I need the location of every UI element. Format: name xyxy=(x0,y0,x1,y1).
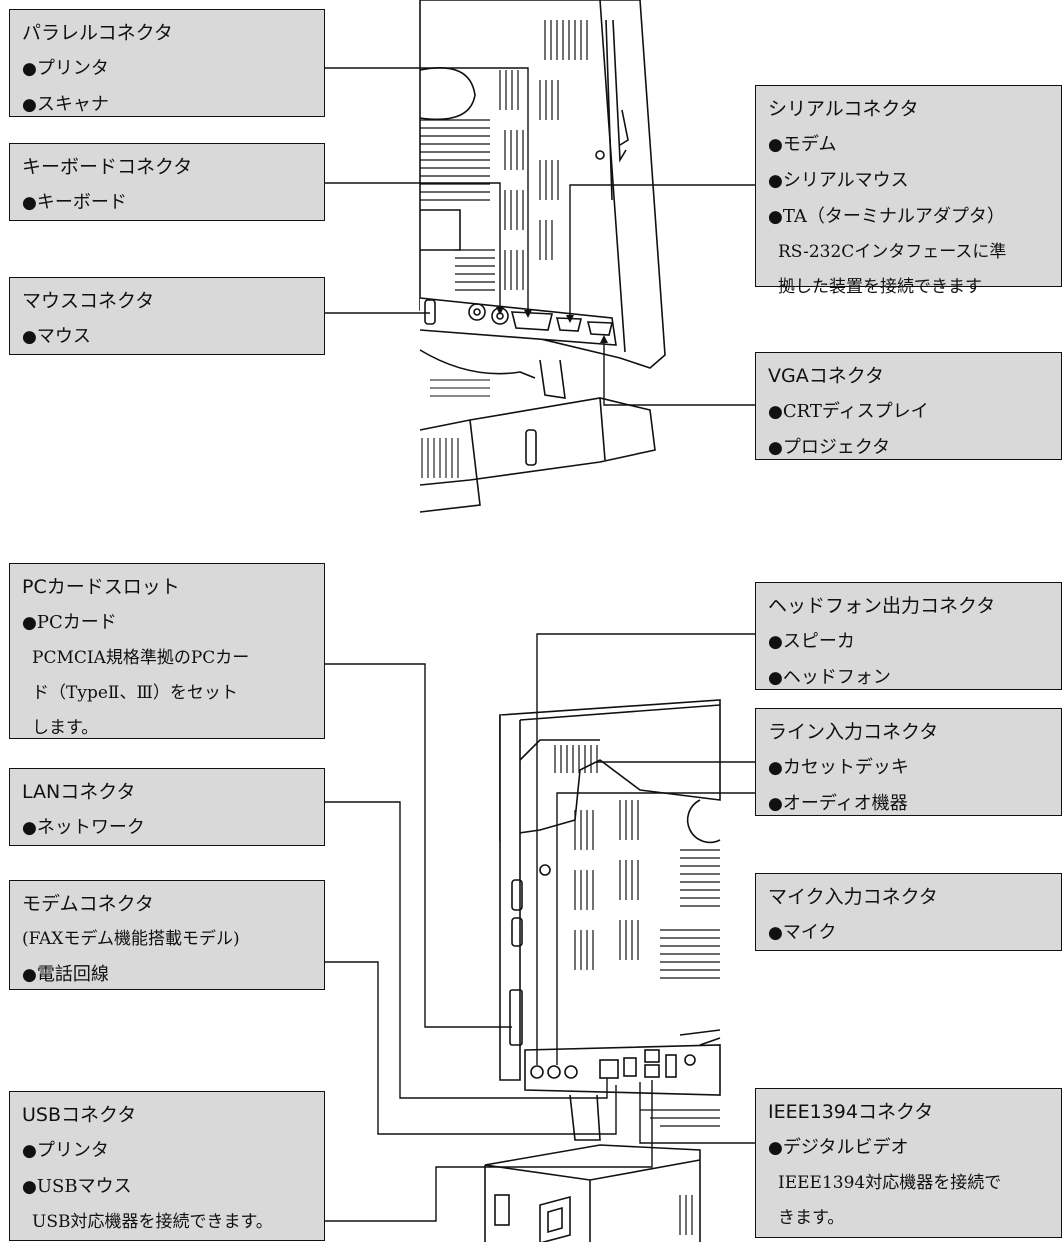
callout-lan-connector: LANコネクタ ネットワーク xyxy=(9,768,325,846)
callout-item: マウス xyxy=(22,319,314,355)
callout-item: ヘッドフォン xyxy=(768,660,1051,696)
callout-item: TA（ターミナルアダプタ） xyxy=(768,199,1051,235)
callout-item: キーボード xyxy=(22,185,314,221)
callout-item: PCカード xyxy=(22,605,314,641)
callout-item: スピーカ xyxy=(768,624,1051,660)
callout-title: マイク入力コネクタ xyxy=(768,886,938,908)
callout-item: プリンタ xyxy=(22,1133,314,1169)
callout-title: PCカードスロット xyxy=(22,576,180,598)
callout-usb-connector: USBコネクタ プリンタ USBマウス USB対応機器を接続できます。 xyxy=(9,1091,325,1241)
callout-title: USBコネクタ xyxy=(22,1104,137,1126)
leader-lines-bottom xyxy=(324,633,755,1222)
callout-title: ライン入力コネクタ xyxy=(768,721,939,743)
callout-line-input-connector: ライン入力コネクタ カセットデッキ オーディオ機器 xyxy=(755,708,1062,816)
callout-note: ド（TypeⅡ、Ⅲ）をセット xyxy=(32,683,238,703)
callout-item: オーディオ機器 xyxy=(768,786,1051,822)
callout-title: VGAコネクタ xyxy=(768,365,884,387)
callout-title: モデムコネクタ xyxy=(22,893,154,915)
callout-vga-connector: VGAコネクタ CRTディスプレイ プロジェクタ xyxy=(755,352,1062,460)
callout-subtitle: (FAXモデム機能搭載モデル) xyxy=(22,929,240,949)
callout-title: シリアルコネクタ xyxy=(768,98,919,120)
callout-item: カセットデッキ xyxy=(768,750,1051,786)
callout-note: RS-232Cインタフェースに準 xyxy=(778,242,1007,262)
bottom-monitor-illustration xyxy=(484,699,721,1242)
top-monitor-illustration xyxy=(419,0,666,513)
callout-mouse-connector: マウスコネクタ マウス xyxy=(9,277,325,355)
callout-item: プロジェクタ xyxy=(768,430,1051,466)
callout-title: マウスコネクタ xyxy=(22,290,155,312)
callout-note: します。 xyxy=(32,718,99,738)
callout-item: CRTディスプレイ xyxy=(768,394,1051,430)
callout-keyboard-connector: キーボードコネクタ キーボード xyxy=(9,143,325,221)
callout-title: LANコネクタ xyxy=(22,781,136,803)
callout-item: マイク xyxy=(768,915,1051,951)
callout-serial-connector: シリアルコネクタ モデム シリアルマウス TA（ターミナルアダプタ） RS-23… xyxy=(755,85,1062,297)
callout-title: ヘッドフォン出力コネクタ xyxy=(768,595,996,617)
callout-note: PCMCIA規格準拠のPCカー xyxy=(32,648,250,668)
callout-pc-card-slot: PCカードスロット PCカード PCMCIA規格準拠のPCカー ド（TypeⅡ、… xyxy=(9,563,325,739)
callout-item: 電話回線 xyxy=(22,957,314,993)
callout-note: 拠した装置を接続できます xyxy=(778,277,982,297)
callout-mic-input-connector: マイク入力コネクタ マイク xyxy=(755,873,1062,951)
callout-item: ネットワーク xyxy=(22,810,314,846)
callout-note: きます。 xyxy=(778,1208,845,1228)
callout-item: デジタルビデオ xyxy=(768,1130,1051,1166)
callout-parallel-connector: パラレルコネクタ プリンタ スキャナ xyxy=(9,9,325,117)
callout-item: USBマウス xyxy=(22,1169,314,1205)
callout-ieee1394-connector: IEEE1394コネクタ デジタルビデオ IEEE1394対応機器を接続で きま… xyxy=(755,1088,1062,1238)
callout-note: USB対応機器を接続できます。 xyxy=(32,1212,273,1232)
callout-item: シリアルマウス xyxy=(768,163,1051,199)
callout-title: キーボードコネクタ xyxy=(22,156,193,178)
callout-item: モデム xyxy=(768,127,1051,163)
callout-item: スキャナ xyxy=(22,87,314,123)
callout-headphone-output-connector: ヘッドフォン出力コネクタ スピーカ ヘッドフォン xyxy=(755,582,1062,690)
callout-modem-connector: モデムコネクタ (FAXモデム機能搭載モデル) 電話回線 xyxy=(9,880,325,990)
callout-note: IEEE1394対応機器を接続で xyxy=(778,1173,1002,1193)
callout-title: IEEE1394コネクタ xyxy=(768,1101,934,1123)
callout-title: パラレルコネクタ xyxy=(22,22,173,44)
callout-item: プリンタ xyxy=(22,51,314,87)
leader-lines-top xyxy=(324,67,755,406)
